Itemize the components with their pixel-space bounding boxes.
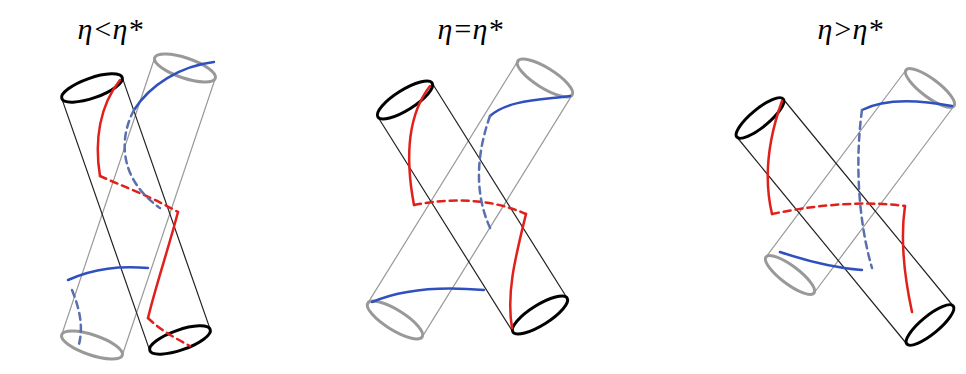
cylinder-pair [731,63,959,351]
parameter-label: η>η* [817,14,882,44]
cylinder-pair [363,53,578,346]
parameter-label: η=η* [437,14,502,44]
parameter-label: η<η* [77,14,142,44]
cylinder-pair [58,48,218,364]
